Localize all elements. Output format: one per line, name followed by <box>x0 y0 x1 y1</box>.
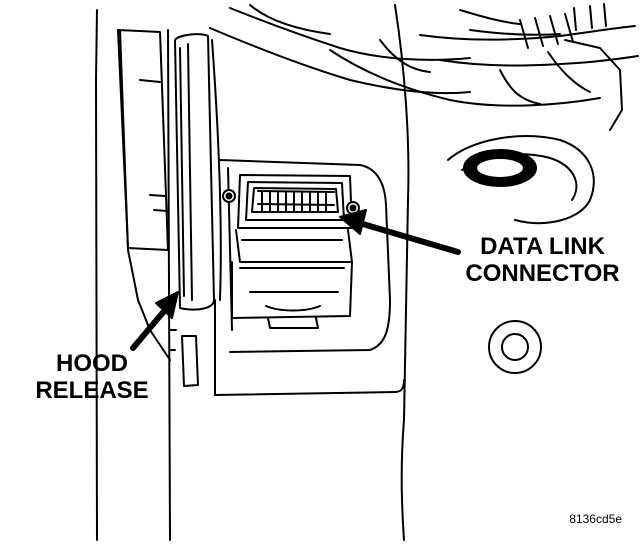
data-link-connector <box>222 174 360 329</box>
round-plug <box>488 320 542 374</box>
leader-arrows <box>130 219 461 351</box>
hood-release-lever <box>117 29 215 387</box>
hood-release-label-line2: RELEASE <box>35 377 149 404</box>
data-link-connector-label-line1: DATA LINK <box>480 233 605 260</box>
figure-code: 8136cd5e <box>569 512 622 526</box>
hood-release-label: HOOD RELEASE <box>22 350 162 404</box>
wiring-harness <box>209 3 639 131</box>
steering-column-boot <box>447 135 595 224</box>
hood-leader-line <box>130 307 168 351</box>
hood-release-label-line1: HOOD <box>56 350 128 377</box>
dlc-arrowhead <box>339 209 367 235</box>
dash-panel <box>95 4 410 541</box>
hood-arrowhead <box>155 291 179 319</box>
data-link-connector-label-line2: CONNECTOR <box>465 260 620 287</box>
data-link-connector-label: DATA LINK CONNECTOR <box>455 233 630 287</box>
dlc-leader-line <box>353 219 461 255</box>
